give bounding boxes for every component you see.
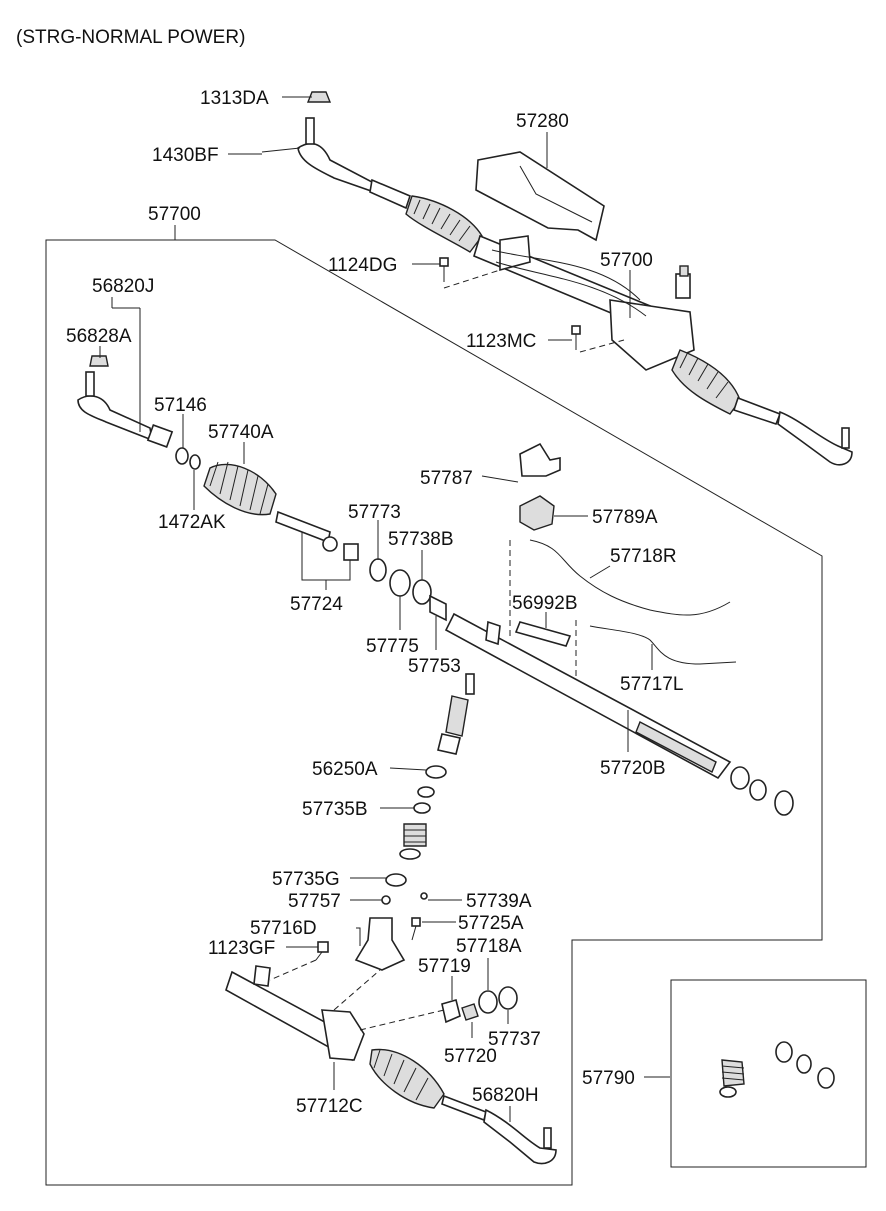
assembly-57700-boundary <box>45 239 823 1186</box>
label-1430bf: 1430BF <box>152 145 219 166</box>
kit-57790-parts <box>719 1041 835 1098</box>
label-57735g: 57735G <box>272 869 340 890</box>
kit-57790-box <box>670 979 867 1168</box>
seal-56992b-part <box>509 540 577 676</box>
label-57146: 57146 <box>154 395 207 416</box>
yoke-57719-part <box>441 999 461 1024</box>
nut-1472ak-part <box>189 454 201 470</box>
plug-57757-part <box>381 895 391 905</box>
top-assembly-illustration <box>261 91 853 466</box>
label-57773: 57773 <box>348 502 401 523</box>
label-57716d: 57716D <box>250 918 317 939</box>
housing-57712c-part <box>225 965 445 1062</box>
label-57775: 57775 <box>366 636 419 657</box>
bolt-1123gf-part <box>269 941 329 981</box>
label-1472ak: 1472AK <box>158 512 226 533</box>
ring-57720b-a-part <box>730 766 750 790</box>
bushing-57789a-part <box>519 495 555 531</box>
rack-57720b-part <box>444 612 732 780</box>
label-56828a: 56828A <box>66 326 132 347</box>
label-1313da: 1313DA <box>200 88 269 109</box>
spring-57720-part <box>461 1003 479 1021</box>
ring-57738b-part <box>412 579 432 605</box>
label-56250a: 56250A <box>312 759 378 780</box>
spring-part <box>399 823 427 860</box>
label-57720b: 57720B <box>600 758 666 779</box>
bracket-57787-part <box>519 442 561 477</box>
screw-57739a-part <box>420 892 428 900</box>
label-57700-right: 57700 <box>600 250 653 271</box>
boot-lower-part <box>369 1048 445 1109</box>
housing-57716d-part <box>354 917 406 971</box>
cover-57280-detail <box>519 165 593 223</box>
label-57738b: 57738B <box>388 529 454 550</box>
label-57790: 57790 <box>582 1068 635 1089</box>
label-57753: 57753 <box>408 656 461 677</box>
ring-57720b-b-part <box>749 779 767 801</box>
label-57757: 57757 <box>288 891 341 912</box>
ring-57775-part <box>389 569 411 597</box>
pinion-56250a-part <box>425 673 475 779</box>
label-57718r: 57718R <box>610 546 677 567</box>
leader-lines <box>99 96 670 1122</box>
boot-57740a-part <box>203 461 277 516</box>
washer-57735b-2-part <box>413 802 431 814</box>
cap-57737-part <box>498 986 518 1010</box>
pipe-57718r-part <box>529 539 731 616</box>
ring-57773-part <box>369 558 387 582</box>
tie-rod-56820j-part <box>77 355 174 448</box>
screw-57725a-part <box>411 917 421 941</box>
label-57718a: 57718A <box>456 936 522 957</box>
label-1123mc: 1123MC <box>466 331 536 352</box>
label-57787: 57787 <box>420 468 473 489</box>
inner-rod-57724-part <box>275 510 359 561</box>
washer-57735g-part <box>385 873 407 887</box>
bolt-1124dg-part <box>439 257 501 289</box>
nut-57146-part <box>175 447 189 465</box>
label-57737: 57737 <box>488 1029 541 1050</box>
bushing-57753-part <box>429 594 447 622</box>
label-57280: 57280 <box>516 111 569 132</box>
label-57740a: 57740A <box>208 422 274 443</box>
label-57700-top: 57700 <box>148 204 201 225</box>
label-57712c: 57712C <box>296 1096 363 1117</box>
bolt-1123mc-part <box>571 325 625 353</box>
label-57725a: 57725A <box>458 913 524 934</box>
label-1123gf: 1123GF <box>208 938 275 959</box>
ring-57718a-part <box>478 990 498 1014</box>
label-57720: 57720 <box>444 1046 497 1067</box>
washer-57735b-part <box>417 786 435 798</box>
label-57735b: 57735B <box>302 799 368 820</box>
label-57719: 57719 <box>418 956 471 977</box>
label-56820h: 56820H <box>472 1085 539 1106</box>
pipe-57717l-part <box>589 625 737 665</box>
tie-rod-56820h-part <box>441 1094 557 1165</box>
label-57739a: 57739A <box>466 891 532 912</box>
label-1124dg: 1124DG <box>328 255 397 276</box>
label-57724: 57724 <box>290 594 343 615</box>
label-56992b: 56992B <box>512 593 578 614</box>
label-57789a: 57789A <box>592 507 658 528</box>
diagram-title: (STRG-NORMAL POWER) <box>16 27 245 48</box>
label-57717l: 57717L <box>620 674 683 695</box>
ring-57720b-c-part <box>774 790 794 816</box>
label-56820j: 56820J <box>92 276 154 297</box>
